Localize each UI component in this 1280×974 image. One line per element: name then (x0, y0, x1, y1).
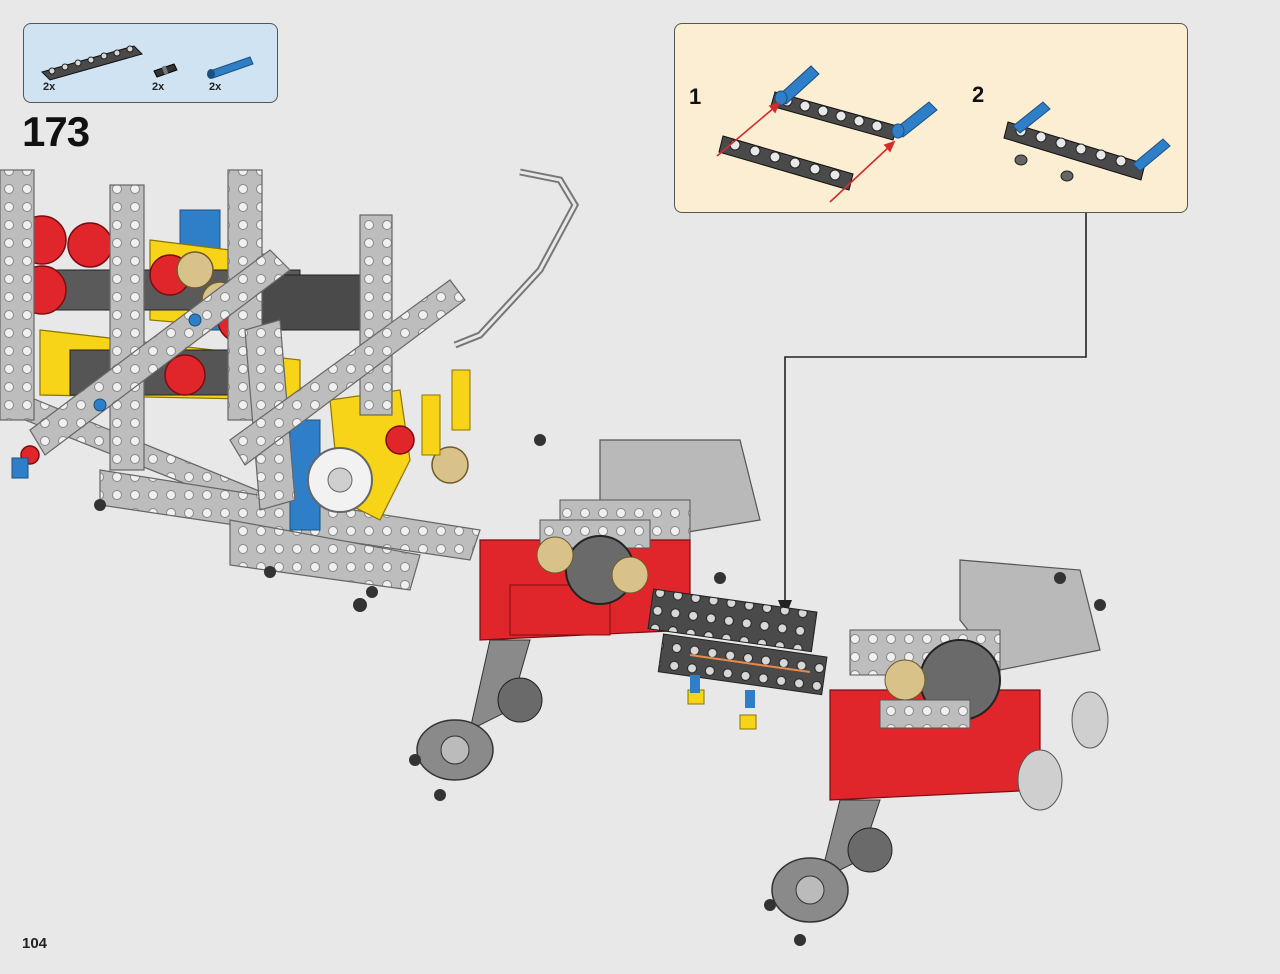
part-qty-blue-pin: 2x (209, 81, 222, 93)
blue-pin-icon (207, 56, 254, 79)
black-pin-icon (153, 63, 178, 78)
subassembly-box: 1 2 (674, 23, 1188, 213)
substep-2-label: 2 (972, 82, 985, 107)
step-number: 173 (22, 108, 90, 155)
substep-1-label: 1 (689, 84, 702, 109)
page-number: 104 (22, 935, 48, 952)
part-qty-black-pin: 2x (152, 81, 165, 93)
parts-list-box: 2x 2x 2x (23, 23, 278, 103)
gearbox-chassis (0, 169, 546, 612)
substep-2-illustration (1003, 101, 1171, 182)
callout-line (784, 212, 1087, 605)
substep-1-illustration (716, 65, 938, 203)
front-axle (409, 439, 828, 801)
rear-axle (764, 559, 1109, 946)
technic-beam-icon (41, 45, 143, 81)
part-qty-beam: 2x (43, 81, 56, 93)
